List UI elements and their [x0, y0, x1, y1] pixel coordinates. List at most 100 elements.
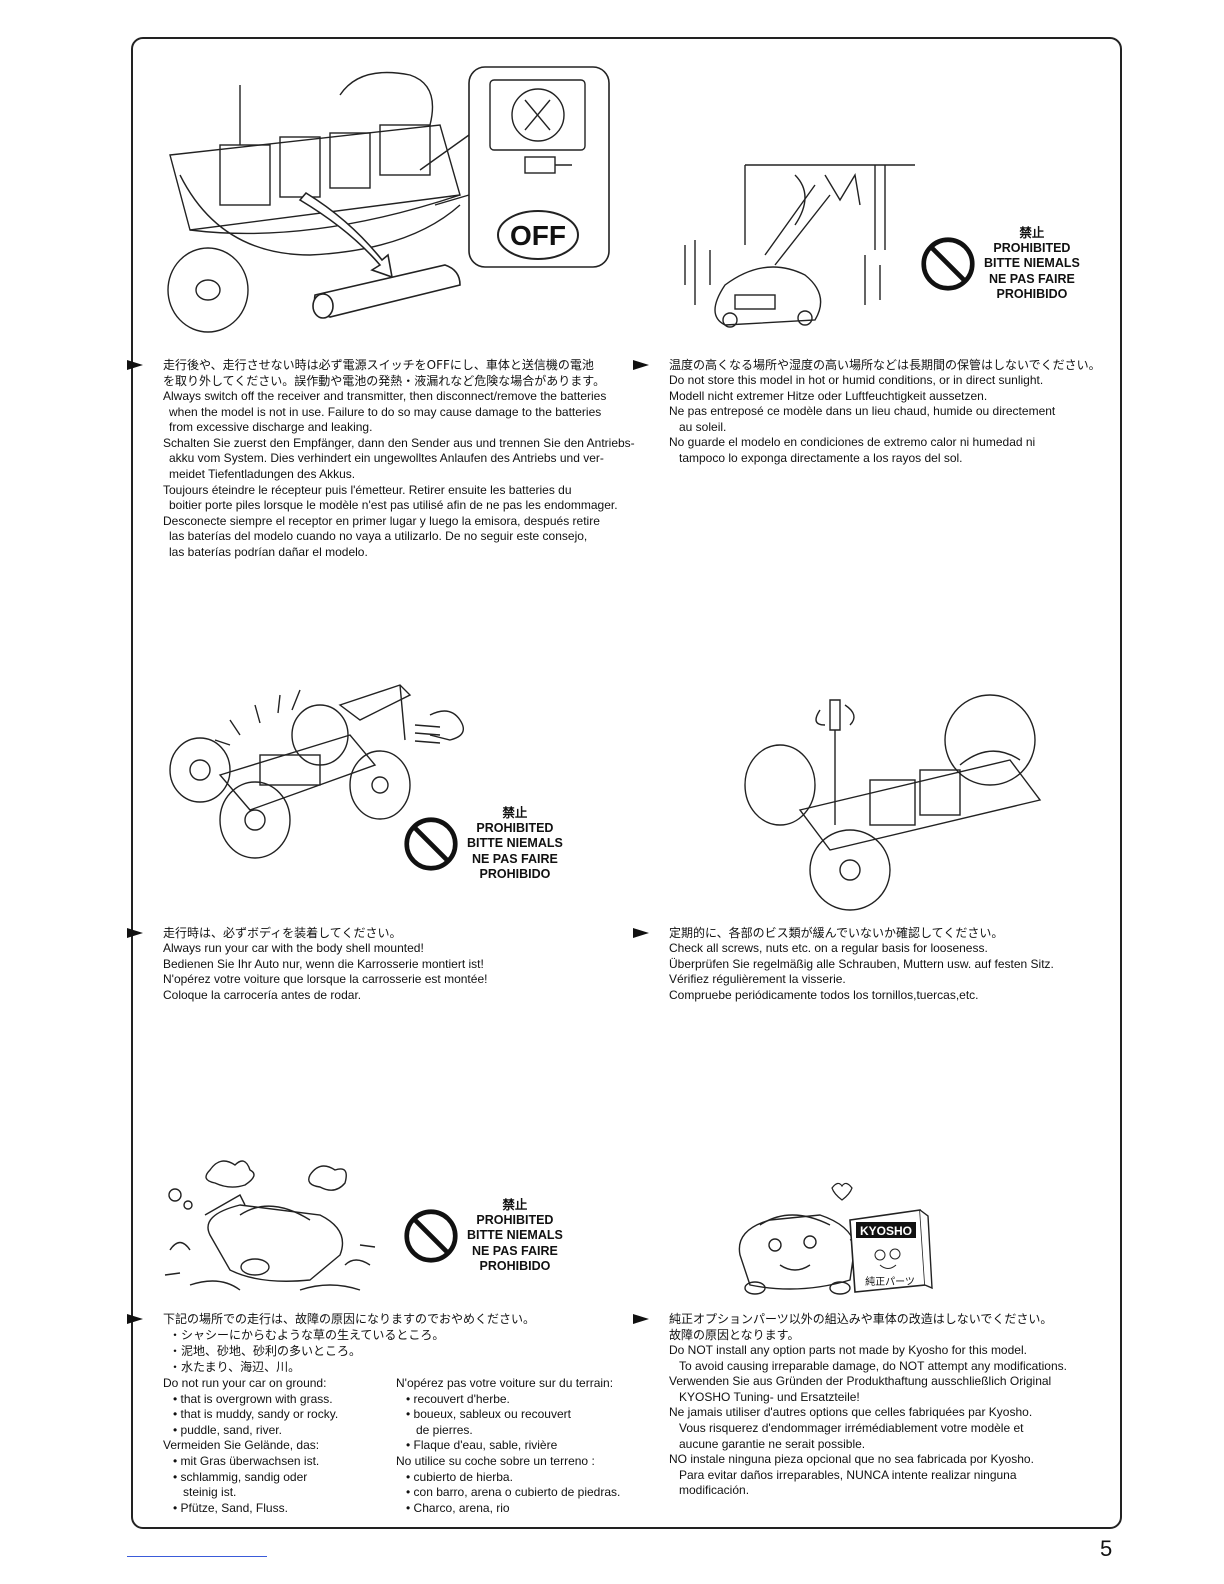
text-line: Modell nicht extremer Hitze oder Luftfeu…	[669, 388, 988, 403]
terrain-instructions-en-de: Do not run your car on ground: • that is…	[163, 1376, 393, 1516]
prohibited-de: BITTE NIEMALS	[984, 256, 1080, 270]
text-line: when the model is not in use. Failure to…	[169, 404, 602, 419]
text-line: las baterías podrían dañar el modelo.	[169, 544, 368, 559]
text-line: • schlammig, sandig oder	[173, 1469, 308, 1484]
prohibited-notice-storage: 禁止 PROHIBITED BITTE NIEMALS NE PAS FAIRE…	[920, 225, 1080, 303]
footer-rule	[127, 1556, 267, 1557]
text-line: Bedienen Sie Ihr Auto nur, wenn die Karr…	[163, 956, 484, 971]
off-label: OFF	[510, 220, 566, 251]
text-line: Schalten Sie zuerst den Empfänger, dann …	[163, 435, 635, 450]
jp-line: 故障の原因となります。	[669, 1328, 800, 1342]
text-line: Vérifiez régulièrement la visserie.	[669, 972, 846, 987]
jp-line: 定期的に、各部のビス類が緩んでいないか確認してください。	[669, 926, 1004, 940]
prohibited-kanji: 禁止	[502, 805, 528, 820]
bullet-arrow-icon	[633, 928, 649, 938]
prohibited-fr: NE PAS FAIRE	[471, 851, 558, 866]
text-line: Do not run your car on ground:	[163, 1376, 327, 1390]
screwdriver-chassis-illustration	[730, 690, 1060, 915]
jp-line: 純正オプションパーツ以外の組込みや車体の改造はしないでください。	[669, 1312, 1053, 1326]
prohibited-en: PROHIBITED	[476, 820, 554, 835]
text-line: las baterías del modelo cuando no vaya a…	[169, 529, 588, 544]
text-line: • Flaque d'eau, sable, rivière	[406, 1438, 558, 1453]
text-line: Überprüfen Sie regelmäßig alle Schrauben…	[669, 956, 1054, 971]
prohibited-kanji: 禁止	[1019, 225, 1045, 240]
text-line: NO instale ninguna pieza opcional que no…	[669, 1452, 1034, 1467]
prohibited-es: PROHIBIDO	[996, 287, 1068, 301]
heart-icon	[831, 1182, 853, 1201]
text-line: No utilice su coche sobre un terreno :	[396, 1453, 595, 1468]
jp-line: ・水たまり、海辺、川。	[169, 1360, 301, 1374]
text-line: Vous risquerez d'endommager irrémédiable…	[679, 1420, 1024, 1435]
prohibited-de: BITTE NIEMALS	[467, 1228, 563, 1242]
text-line: au soleil.	[679, 419, 727, 434]
battery-removal-illustration: OFF	[160, 55, 610, 335]
jp-line: 走行後や、走行させない時は必ず電源スイッチをOFFにし、車体と送信機の電池	[163, 358, 594, 372]
bullet-arrow-icon	[633, 1314, 649, 1324]
storage-instructions: 温度の高くなる場所や湿度の高い場所などは長期間の保管はしないでください。 Do …	[633, 357, 1109, 467]
text-line: Always switch off the receiver and trans…	[163, 389, 607, 403]
text-line: modificación.	[679, 1483, 750, 1498]
text-line: • mit Gras überwachsen ist.	[173, 1453, 320, 1468]
text-line: Check all screws, nuts etc. on a regular…	[669, 941, 988, 955]
terrain-instructions-jp: 下記の場所での走行は、故障の原因になりますのでおやめください。 ・シャシーにから…	[127, 1311, 633, 1375]
prohibited-es: PROHIBIDO	[479, 1259, 551, 1273]
text-line: steinig ist.	[183, 1485, 237, 1500]
buggy-no-body-illustration	[160, 665, 480, 865]
text-line: • con barro, arena o cubierto de piedras…	[406, 1485, 621, 1500]
jp-line: 走行時は、必ずボディを装着してください。	[163, 926, 402, 940]
terrain-instructions-fr-es: N'opérez pas votre voiture sur du terrai…	[396, 1376, 646, 1516]
battery-instructions: 走行後や、走行させない時は必ず電源スイッチをOFFにし、車体と送信機の電池 を取…	[127, 357, 635, 561]
prohibited-en: PROHIBITED	[993, 240, 1071, 255]
text-line: To avoid causing irreparable damage, do …	[679, 1358, 1067, 1373]
text-line: boitier porte piles lorsque le modèle n'…	[169, 498, 618, 513]
text-line: aucune garantie ne serait possible.	[679, 1436, 866, 1451]
prohibited-de: BITTE NIEMALS	[467, 836, 563, 850]
text-line: Do NOT install any option parts not made…	[669, 1343, 1027, 1357]
text-line: • Charco, arena, rio	[406, 1500, 510, 1515]
text-line: • recouvert d'herbe.	[406, 1391, 510, 1406]
prohibited-fr: NE PAS FAIRE	[471, 1243, 558, 1258]
text-line: from excessive discharge and leaking.	[169, 420, 373, 435]
jp-line: ・泥地、砂地、砂利の多いところ。	[169, 1344, 362, 1358]
page-number: 5	[1100, 1536, 1113, 1561]
text-line: de pierres.	[416, 1422, 473, 1437]
prohibited-icon	[404, 817, 458, 871]
page-border	[131, 37, 1122, 1529]
text-line: • Pfütze, Sand, Fluss.	[173, 1500, 288, 1515]
prohibited-notice-terrain: 禁止 PROHIBITED BITTE NIEMALS NE PAS FAIRE…	[403, 1197, 563, 1275]
text-line: N'opérez pas votre voiture sur du terrai…	[396, 1376, 614, 1390]
text-line: Do not store this model in hot or humid …	[669, 373, 1044, 387]
text-line: akku vom System. Dies verhindert ein ung…	[169, 451, 604, 466]
prohibited-icon	[404, 1209, 458, 1263]
text-line: KYOSHO Tuning- und Ersatzteile!	[679, 1389, 860, 1404]
jp-line: 下記の場所での走行は、故障の原因になりますのでおやめください。	[163, 1312, 536, 1326]
kyosho-parts-illustration: KYOSHO 純正パーツ	[730, 1180, 940, 1300]
text-line: Para evitar daños irreparables, NUNCA in…	[679, 1467, 1017, 1482]
text-line: Verwenden Sie aus Gründen der Produkthaf…	[669, 1374, 1052, 1389]
text-line: meidet Tiefentladungen des Akkus.	[169, 466, 356, 481]
text-line: • cubierto de hierba.	[406, 1469, 513, 1484]
bullet-arrow-icon	[633, 360, 649, 370]
text-line: Ne jamais utiliser d'autres options que …	[669, 1405, 1033, 1420]
bullet-arrow-icon	[127, 1314, 143, 1324]
option-parts-instructions: 純正オプションパーツ以外の組込みや車体の改造はしないでください。 故障の原因とな…	[633, 1311, 1109, 1499]
prohibited-kanji: 禁止	[502, 1197, 528, 1212]
screw-check-instructions: 定期的に、各部のビス類が緩んでいないか確認してください。 Check all s…	[633, 925, 1109, 1003]
jp-line: ・シャシーにからむような草の生えているところ。	[169, 1328, 445, 1342]
rough-terrain-car-illustration	[160, 1155, 385, 1300]
prohibited-fr: NE PAS FAIRE	[988, 271, 1075, 286]
text-line: Always run your car with the body shell …	[163, 941, 424, 955]
prohibited-es: PROHIBIDO	[479, 867, 551, 881]
text-line: Desconecte siempre el receptor en primer…	[163, 513, 600, 528]
text-line: Vermeiden Sie Gelände, das:	[163, 1438, 320, 1453]
text-line: • boueux, sableux ou recouvert	[406, 1407, 571, 1422]
kyosho-brand-text: KYOSHO	[860, 1224, 912, 1238]
text-line: • puddle, sand, river.	[173, 1422, 282, 1437]
text-line: Compruebe periódicamente todos los torni…	[669, 987, 979, 1002]
bullet-arrow-icon	[127, 360, 143, 370]
text-line: tampoco lo exponga directamente a los ra…	[679, 450, 963, 465]
jp-line: を取り外してください。誤作動や電池の発熱・液漏れなど危険な場合があります。	[163, 374, 606, 388]
prohibited-en: PROHIBITED	[476, 1212, 554, 1227]
text-line: • that is overgrown with grass.	[173, 1391, 333, 1406]
sunlight-car-illustration	[665, 155, 915, 335]
